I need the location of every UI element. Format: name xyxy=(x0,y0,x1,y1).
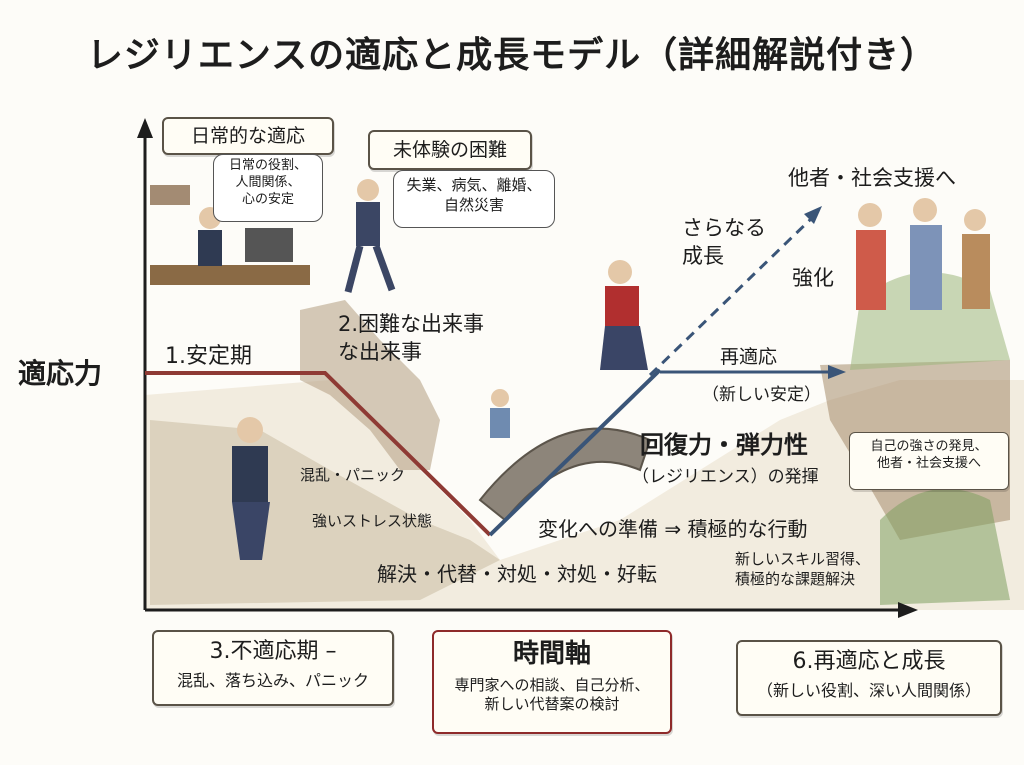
readapt-arrow xyxy=(828,365,846,379)
recovery-line xyxy=(488,368,662,537)
further-growth-arrow xyxy=(804,206,822,224)
stage2-header: 未体験の困難 xyxy=(392,139,507,161)
panic-label: 混乱・パニック xyxy=(300,466,406,484)
time-axis-title: 時間軸 xyxy=(512,639,591,669)
distressed-woman-figure xyxy=(232,417,270,560)
y-axis-arrow xyxy=(137,118,153,138)
plants-bottom-right xyxy=(880,488,1010,605)
further-growth-label: さらなる 成長 xyxy=(682,216,766,269)
coping-label: 解決・代替・対処・対処・好転 xyxy=(377,562,657,586)
time-axis-box: 時間軸 専門家への相談、自己分析、 新しい代替案の検討 xyxy=(432,630,672,734)
self-strength-text: 自己の強さの発見、 他者・社会支援へ xyxy=(870,439,988,471)
readapt-sub: （新しい安定） xyxy=(702,385,821,405)
stage1-header: 日常的な適応 xyxy=(190,125,305,147)
stage2-bubble-text: 失業、病気、離婚、 自然災害 xyxy=(406,176,542,214)
stage3-box: 3.不適応期 – 混乱、落ち込み、パニック xyxy=(152,630,394,706)
page-title: レジリエンスの適応と成長モデル（詳細解説付き） xyxy=(86,35,938,76)
stage3-title: 3.不適応期 – xyxy=(209,639,337,664)
stage1-bubble-text: 日常の役割、 人間関係、 心の安定 xyxy=(228,158,307,207)
strengthen-label: 強化 xyxy=(792,266,834,290)
stage3-sub: 混乱、落ち込み、パニック xyxy=(176,670,369,690)
stage6-sub: （新しい役割、深い人間関係） xyxy=(756,680,981,700)
stage1-header-box: 日常的な適応 xyxy=(162,117,334,155)
office-worker-figure xyxy=(150,185,310,285)
readapt-title: 再適応 xyxy=(720,346,778,368)
stage1-bubble: 日常の役割、 人間関係、 心の安定 xyxy=(213,154,323,222)
stone-bridge xyxy=(478,427,652,522)
resilience-title: 回復力・弾力性 xyxy=(640,431,808,459)
stage6-box: 6.再適応と成長 （新しい役割、深い人間関係） xyxy=(736,640,1002,716)
cliff-left xyxy=(300,300,440,470)
decline-line xyxy=(145,371,492,537)
stress-state-label: 強いストレス状態 xyxy=(312,512,433,530)
stage1-label: 1.安定期 xyxy=(165,344,252,369)
supporters-group-figure xyxy=(856,198,990,310)
self-strength-box: 自己の強さの発見、 他者・社会支援へ xyxy=(849,432,1009,490)
skills-label: 新しいスキル習得、 積極的な課題解決 xyxy=(735,550,871,588)
stage2-header-box: 未体験の困難 xyxy=(368,130,532,170)
time-axis-sub: 専門家への相談、自己分析、 新しい代替案の検討 xyxy=(454,675,650,714)
x-axis-arrow xyxy=(898,602,918,618)
stage2-label: 2.困難な出来事 な出来事 xyxy=(338,312,485,365)
walking-man-figure xyxy=(344,179,396,293)
climbing-boy-figure xyxy=(490,389,510,438)
striding-woman-figure xyxy=(600,260,648,370)
stage2-bubble: 失業、病気、離婚、 自然災害 xyxy=(393,170,555,228)
y-axis-label: 適応力 xyxy=(18,357,103,390)
support-label: 他者・社会支援へ xyxy=(788,166,956,190)
further-growth-line xyxy=(648,213,817,377)
change-label: 変化への準備 ⇒ 積極的な行動 xyxy=(538,517,808,541)
resilience-sub: （レジリエンス）の発揮 xyxy=(632,467,819,487)
stage6-title: 6.再適応と成長 xyxy=(792,649,946,674)
